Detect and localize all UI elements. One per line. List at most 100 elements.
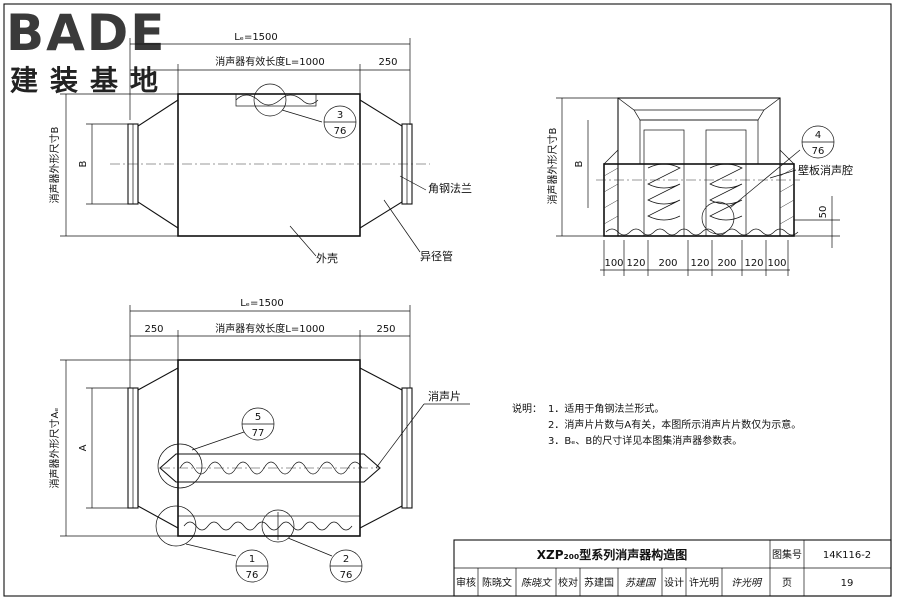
logo-char-3: 基 [90, 64, 118, 97]
logo-char-4: 地 [130, 64, 158, 97]
baffle-columns [603, 129, 799, 237]
designer: 许光明 [689, 576, 719, 589]
b-callout-top-leader [191, 431, 245, 451]
b-callout-br-den: 76 [340, 570, 353, 581]
logo-brand: BADE [6, 4, 166, 62]
atlas-no: 14K116-2 [823, 550, 871, 561]
section-side-label: 消声器外形尺寸B [546, 127, 559, 204]
b-baffle-wool [179, 461, 363, 475]
dim-effective-label: 消声器有效长度L=1000 [215, 55, 324, 68]
b-callout-br-leader [287, 537, 333, 557]
hatch-r1 [779, 167, 795, 177]
b-dim-total: Lₑ=1500 [240, 298, 284, 309]
hatch-l2 [603, 183, 619, 193]
notes-heading: 说明： [512, 402, 542, 415]
leader-shell [289, 225, 317, 257]
hatch-l4 [603, 215, 619, 225]
callout-leader [281, 109, 323, 123]
b-bottom-panel [177, 515, 361, 537]
bottom-dim-6: 120 [744, 258, 763, 269]
section-side-dim: B [574, 160, 585, 167]
baffle-col-1 [643, 129, 685, 237]
label-shell: 外壳 [316, 251, 338, 265]
hatch-l1 [603, 167, 619, 177]
note-3: 3．Bₑ、B的尺寸详见本图集消声器参数表。 [548, 434, 742, 447]
leader-flange [399, 175, 427, 191]
b-reducer-right [359, 367, 403, 529]
detail-wave [235, 94, 319, 106]
hatch-r3 [779, 199, 795, 209]
designer-sign: 许光明 [731, 577, 763, 589]
reviewer-sign: 陈晓文 [521, 577, 553, 589]
atlas-label: 图集号 [772, 548, 802, 561]
b-detail-circle-br [261, 509, 295, 543]
bottom-dim-5: 200 [717, 258, 736, 269]
dim-right-label: 250 [378, 57, 397, 68]
side-dim-b: B [78, 160, 89, 167]
logo: BADE 建 装 基 地 [6, 4, 166, 97]
callout-den: 76 [334, 126, 347, 137]
bottom-dim-2: 120 [626, 258, 645, 269]
drawing-title: XZP₂₀₀型系列消声器构造图 [537, 547, 688, 562]
reviewer: 陈晓文 [482, 576, 512, 589]
title-block: XZP₂₀₀型系列消声器构造图 图集号 14K116-2 审核 陈晓文 陈晓文 … [453, 539, 892, 597]
checker-sign: 苏建国 [625, 577, 657, 589]
bottom-dim-3: 200 [658, 258, 677, 269]
section-view: 4 76 壁板消声腔 50 消声器外形尺寸B B 100 120 [546, 97, 853, 276]
leader-wall-cavity [769, 169, 797, 179]
label-flange: 角钢法兰 [428, 181, 472, 195]
label-reducer: 异径管 [420, 249, 453, 263]
section-detail-circle [701, 201, 735, 235]
bottom-dim-7: 100 [767, 258, 786, 269]
callout-num: 3 [337, 110, 343, 121]
wool-1 [647, 163, 681, 221]
b-dim-left: 250 [144, 324, 163, 335]
page-no: 19 [841, 578, 854, 589]
section-persp-1 [617, 97, 781, 111]
sheet-border [3, 3, 892, 597]
shell-outline [177, 93, 361, 237]
review-label: 审核 [456, 576, 476, 589]
bottom-dim-ticks [603, 240, 789, 276]
section-callout-den: 76 [812, 146, 825, 157]
b-callout-top-num: 5 [255, 412, 261, 423]
logo-char-2: 装 [50, 64, 78, 97]
b-reducer-left [137, 367, 179, 529]
label-wall-cavity: 壁板消声腔 [798, 163, 853, 177]
b-detail-circle-left [157, 443, 203, 489]
notes: 说明： 1．适用于角钢法兰形式。 2．消声片片数与A有关，本图所示消声片片数仅为… [512, 402, 801, 447]
design-label: 设计 [664, 576, 684, 589]
b-dim-right: 250 [376, 324, 395, 335]
side-label: 消声器外形尺寸B [48, 126, 61, 203]
b-callout-top-den: 77 [252, 428, 265, 439]
page-label: 页 [782, 577, 792, 589]
dim-total-label: Lₑ=1500 [234, 32, 278, 43]
bottom-view: Lₑ=1500 250 消声器有效长度L=1000 250 5 77 1 [48, 298, 470, 583]
section-callout-leader [729, 149, 801, 209]
section-inner [639, 119, 759, 165]
hatch-l3 [603, 199, 619, 209]
check-label: 校对 [558, 576, 578, 589]
b-bottom-wool [183, 521, 353, 531]
checker: 苏建国 [584, 576, 614, 589]
b-side-label: 消声器外形尺寸Aₑ [48, 407, 61, 488]
b-callout-bl-leader [185, 543, 237, 557]
note-1: 1．适用于角钢法兰形式。 [548, 402, 664, 415]
section-corner-right [779, 149, 795, 165]
section-body [603, 163, 795, 237]
b-label-baffle: 消声片 [428, 389, 461, 403]
bottom-dim-4: 120 [690, 258, 709, 269]
bottom-dim-1: 100 [604, 258, 623, 269]
logo-char-1: 建 [10, 64, 38, 97]
b-leader-baffle [375, 403, 425, 469]
b-shell-outline [177, 359, 361, 537]
note-2: 2．消声片片数与A有关，本图所示消声片片数仅为示意。 [548, 418, 801, 431]
leader-reducer [383, 199, 421, 253]
section-persp-2 [633, 109, 765, 121]
b-callout-bl-den: 76 [246, 570, 259, 581]
b-callout-bl-num: 1 [249, 554, 255, 565]
detail-circle [253, 83, 287, 117]
section-corner-left [603, 149, 619, 165]
baffle-col-2 [705, 129, 747, 237]
